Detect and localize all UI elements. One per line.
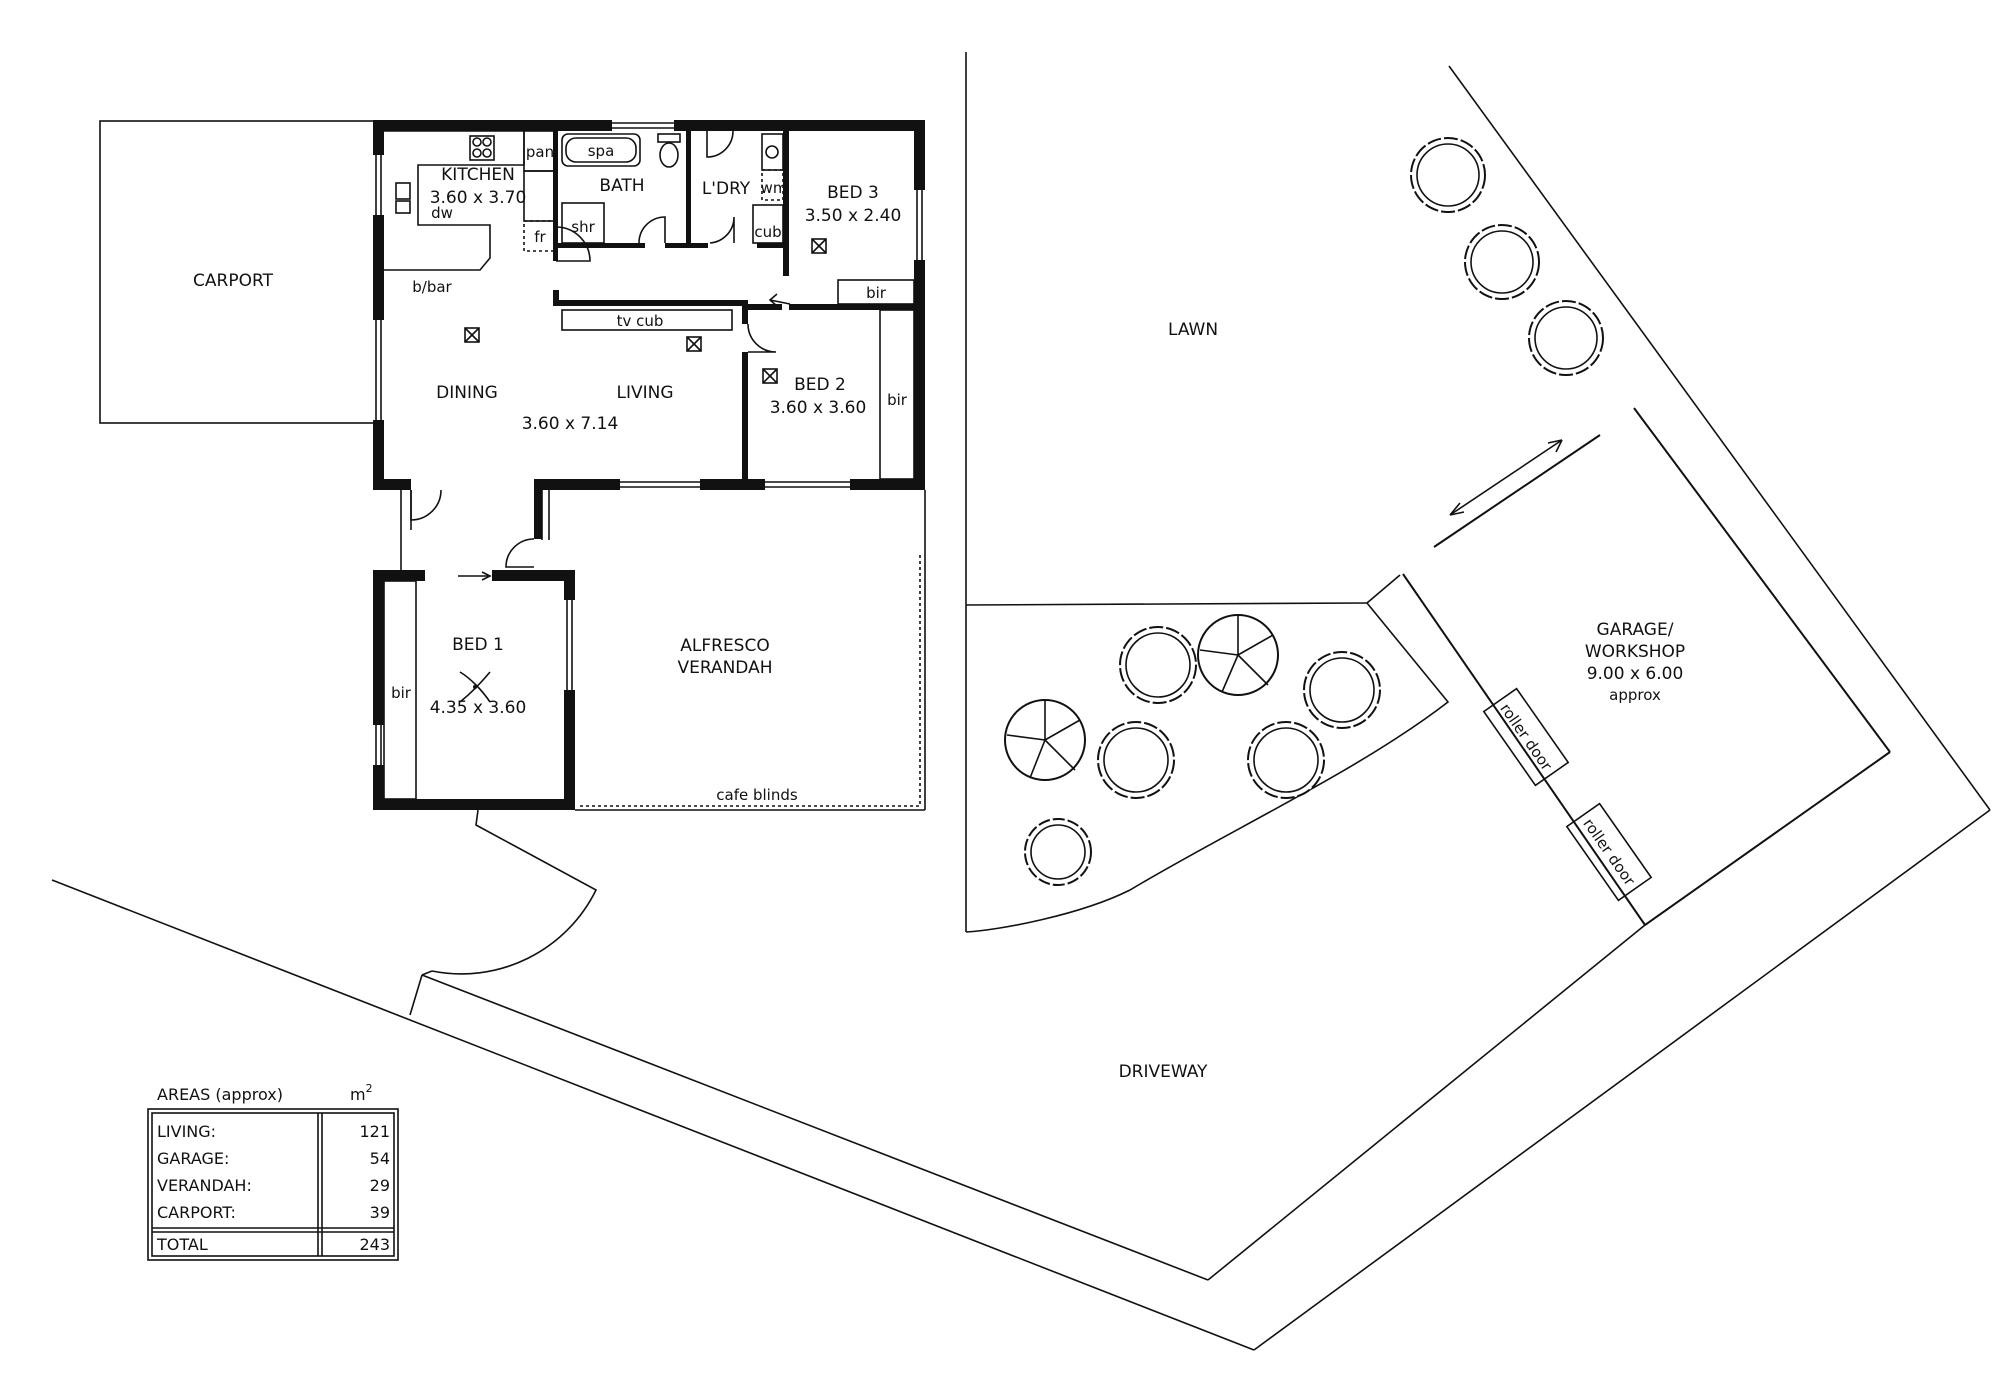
bed1-label: BED 1	[452, 635, 504, 655]
tree-icon-8	[1024, 818, 1092, 886]
tree-icon-6	[1247, 721, 1325, 799]
windows	[373, 120, 925, 765]
front-gate	[431, 809, 598, 975]
verandah-label: VERANDAH	[677, 658, 772, 678]
interior-walls	[553, 131, 914, 482]
roller-door-label-1: roller door	[1496, 700, 1556, 775]
driveway-label: DRIVEWAY	[1119, 1062, 1208, 1082]
areas-total-value: 243	[359, 1235, 390, 1254]
areas-table: AREAS (approx) m2 LIVING: 121 GARAGE: 54…	[147, 1082, 399, 1261]
washing-machine-label: wm	[761, 179, 788, 197]
trees	[1004, 137, 1604, 886]
spa-label: spa	[588, 142, 615, 160]
bed2-robe-label: bir	[887, 391, 908, 409]
breakfast-bar-label: b/bar	[412, 278, 452, 296]
bed1-robe-label: bir	[391, 684, 412, 702]
living-dimensions: 3.60 x 7.14	[522, 414, 619, 434]
dishwasher-label: dw	[431, 204, 453, 222]
tree-icon-4	[1119, 626, 1197, 704]
site-lines	[51, 52, 1991, 1351]
bed3-label: BED 3	[827, 183, 879, 203]
garage-label: GARAGE/	[1597, 620, 1674, 640]
cupboard-label: cub	[754, 223, 781, 241]
areas-total-label: TOTAL	[156, 1235, 208, 1254]
palm-icon-2	[1004, 699, 1086, 781]
garage-dimensions: 9.00 x 6.00	[1587, 664, 1684, 684]
areas-row-value-3: 29	[370, 1176, 390, 1195]
roller-door-label-2: roller door	[1579, 815, 1639, 890]
carport-label: CARPORT	[193, 271, 274, 291]
doors	[400, 130, 791, 581]
shower-label: shr	[571, 218, 595, 236]
cafe-blinds-label: cafe blinds	[716, 786, 798, 804]
bed1-dimensions: 4.35 x 3.60	[430, 698, 527, 718]
areas-row-label-3: VERANDAH:	[157, 1176, 252, 1195]
garage	[1402, 407, 1891, 926]
dining-label: DINING	[436, 383, 498, 403]
kitchen-label: KITCHEN	[441, 165, 515, 185]
garage-approx-label: approx	[1609, 686, 1661, 704]
fixtures	[383, 130, 915, 800]
verandah	[575, 490, 926, 811]
bed3-robe-label: bir	[866, 284, 887, 302]
areas-row-label-2: GARAGE:	[157, 1149, 229, 1168]
bath-label: BATH	[599, 176, 644, 196]
palm-icon-1	[1197, 614, 1279, 696]
tree-icon-1	[1410, 137, 1486, 213]
areas-row-label-4: CARPORT:	[157, 1203, 236, 1222]
areas-row-value-4: 39	[370, 1203, 390, 1222]
areas-row-value-1: 121	[359, 1122, 390, 1141]
laundry-label: L'DRY	[702, 179, 751, 199]
areas-unit: m2	[350, 1082, 373, 1104]
areas-row-label-1: LIVING:	[157, 1122, 216, 1141]
living-label: LIVING	[616, 383, 673, 403]
tree-icon-7	[1097, 721, 1175, 799]
tree-icon-3	[1528, 300, 1604, 376]
bed2-label: BED 2	[794, 375, 846, 395]
lawn-label: LAWN	[1168, 320, 1218, 340]
workshop-label: WORKSHOP	[1585, 642, 1685, 662]
tv-cupboard-label: tv cub	[617, 312, 664, 330]
kitchen-dimensions: 3.60 x 3.70	[430, 188, 527, 208]
alfresco-label: ALFRESCO	[680, 636, 769, 656]
tree-icon-5	[1303, 651, 1381, 729]
areas-heading: AREAS (approx)	[157, 1085, 283, 1104]
fridge-label: fr	[534, 228, 546, 246]
bed2-dimensions: 3.60 x 3.60	[770, 398, 867, 418]
pantry-label: pan	[526, 143, 554, 161]
tree-icon-2	[1464, 224, 1540, 300]
bed3-dimensions: 3.50 x 2.40	[805, 206, 902, 226]
room-labels: CARPORT KITCHEN 3.60 x 3.70 pan dw fr b/…	[193, 142, 1685, 1082]
areas-row-value-2: 54	[370, 1149, 390, 1168]
